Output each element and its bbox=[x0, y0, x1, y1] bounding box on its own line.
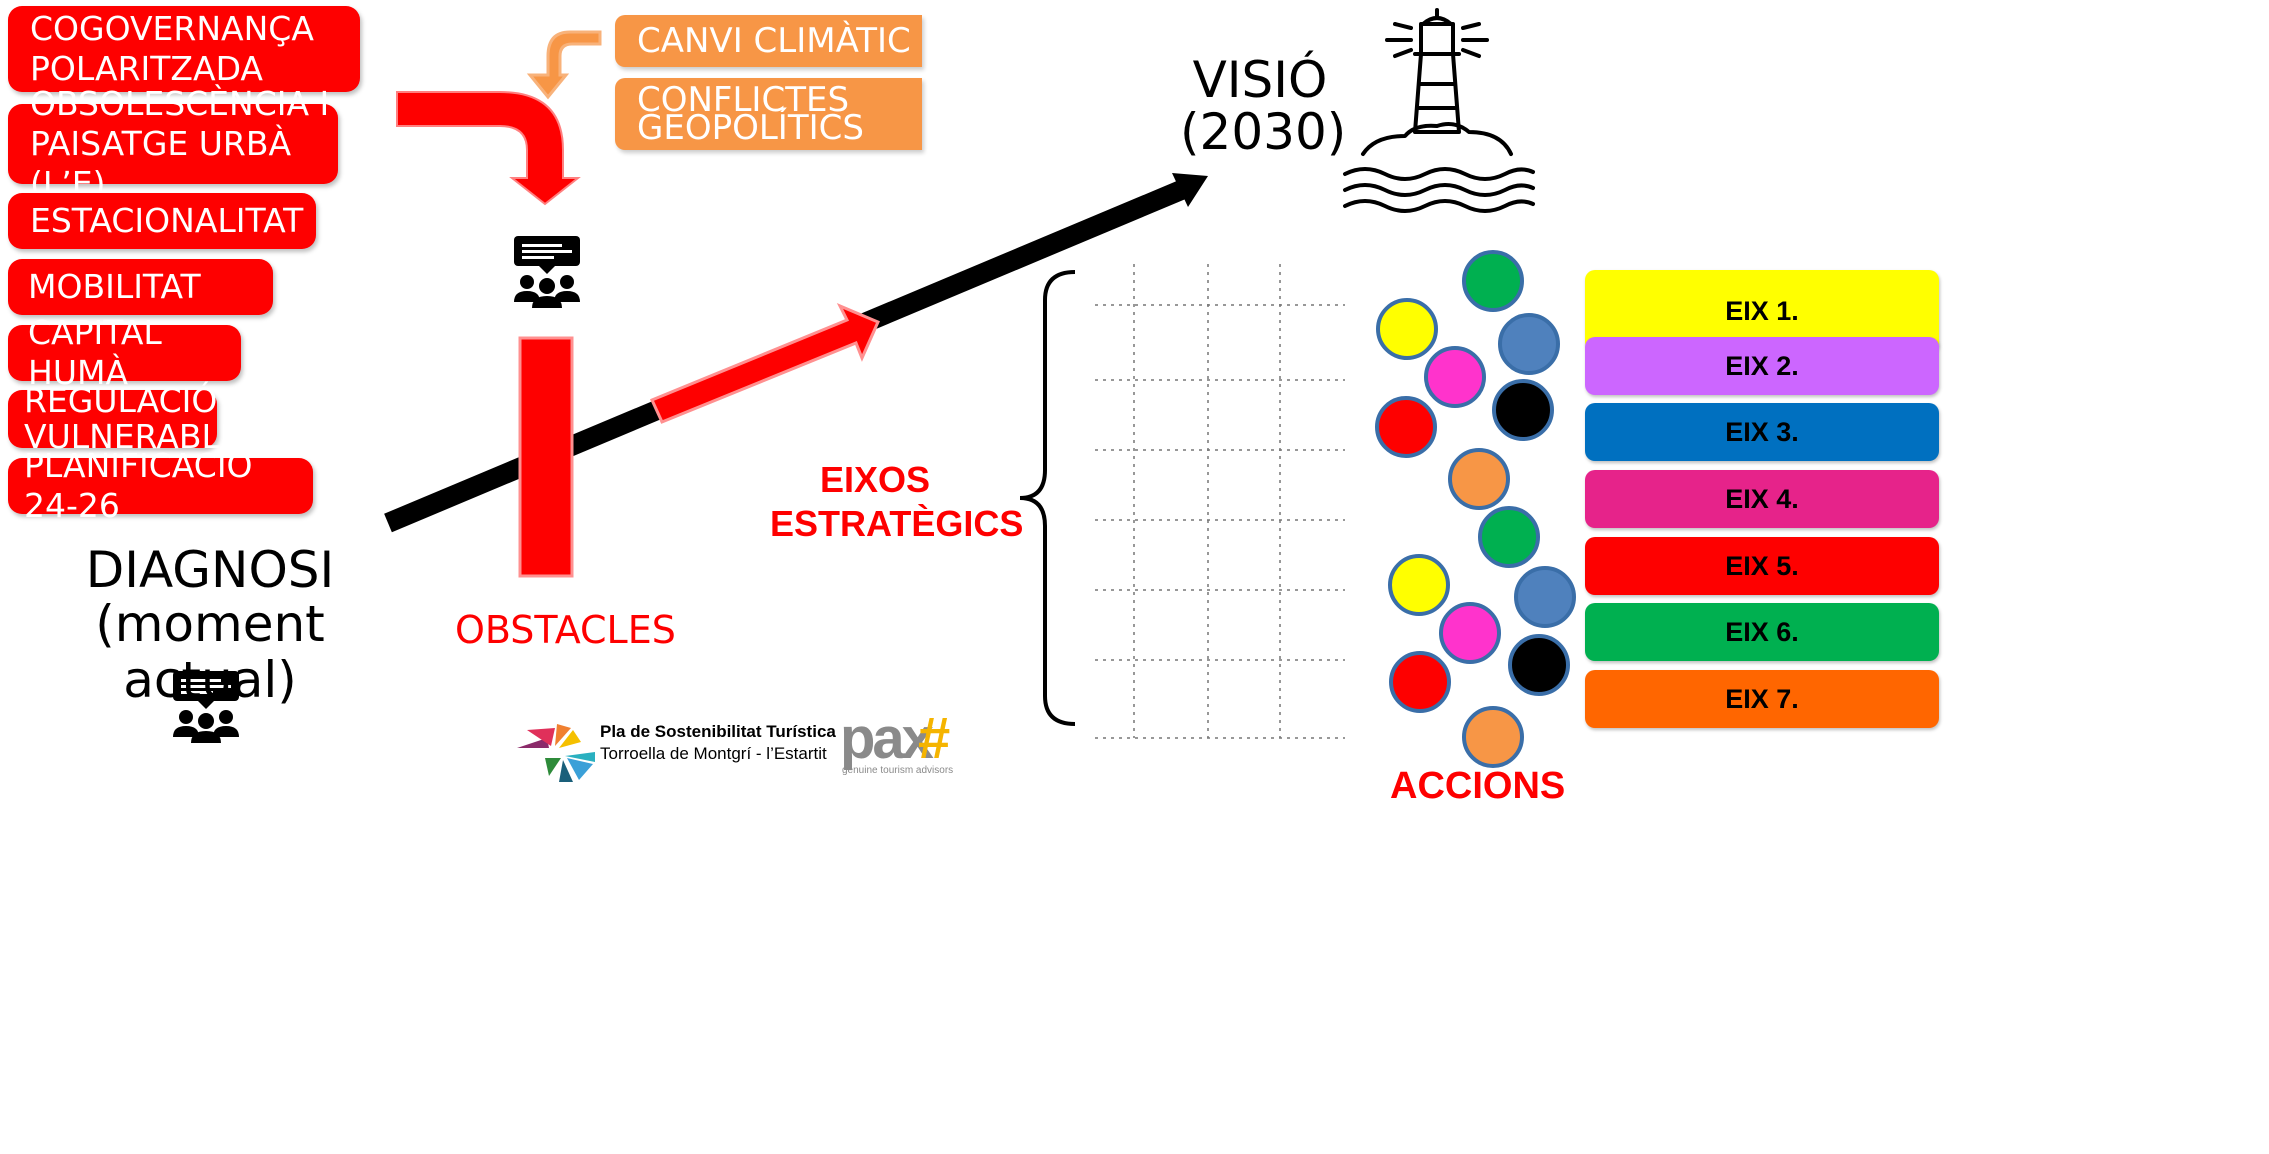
action-dot bbox=[1498, 313, 1560, 375]
diagnosis-item-estacionalitat: ESTACIONALITAT bbox=[8, 193, 316, 249]
eix-label: EIX 2. bbox=[1725, 350, 1799, 381]
action-dot bbox=[1439, 602, 1501, 664]
pax-logo: pax # genuine tourism advisors bbox=[840, 706, 970, 785]
orange-bent-arrow bbox=[526, 30, 602, 100]
action-dot bbox=[1389, 651, 1451, 713]
diagnosi-subtitle: (moment actual) bbox=[95, 595, 325, 709]
eix-2: EIX 2. bbox=[1585, 337, 1939, 395]
diagnosis-item-label: OBSOLESCÈNCIA I PAISATGE URBÀ (L’E) bbox=[30, 84, 330, 203]
action-dot bbox=[1424, 346, 1486, 408]
eixos-grid bbox=[1095, 264, 1345, 739]
eix-label: EIX 6. bbox=[1725, 616, 1799, 647]
eix-3: EIX 3. bbox=[1585, 403, 1939, 461]
pax-name: pax bbox=[840, 706, 934, 771]
action-dot bbox=[1448, 448, 1510, 510]
vision-year: (2030) bbox=[1180, 103, 1347, 161]
external-factor-label: CANVI CLIMÀTIC bbox=[637, 21, 911, 61]
action-dot bbox=[1462, 706, 1524, 768]
diagnosis-item-label: PLANIFICACIÓ 24-26 bbox=[24, 446, 253, 525]
meeting-icon bbox=[171, 669, 241, 748]
external-factor-climate: CANVI CLIMÀTIC bbox=[615, 15, 922, 67]
diagnosis-item-obsolescencia: OBSOLESCÈNCIA I PAISATGE URBÀ (L’E) bbox=[8, 84, 338, 203]
accions-label: ACCIONS bbox=[1390, 765, 1566, 807]
color-wheel-icon bbox=[517, 724, 595, 782]
diagnosis-item-planificacio: PLANIFICACIÓ 24-26 bbox=[8, 446, 313, 525]
vision-title: VISIÓ bbox=[1192, 51, 1328, 109]
pax-hash: # bbox=[918, 706, 951, 771]
obstacles-label: OBSTACLES bbox=[455, 608, 676, 652]
action-dot bbox=[1514, 566, 1576, 628]
pax-tagline: genuine tourism advisors bbox=[842, 765, 954, 776]
eix-label: EIX 7. bbox=[1725, 683, 1799, 714]
diagnosis-item-label: REGULACIÓ Z. VULNERABLES bbox=[24, 381, 262, 456]
action-dot bbox=[1478, 506, 1540, 568]
eixos-label: EIXOS ESTRATÈGICS bbox=[770, 459, 1024, 544]
diagnosis-item-regulacio: REGULACIÓ Z. VULNERABLES bbox=[8, 383, 262, 455]
eix-label: EIX 4. bbox=[1725, 483, 1799, 514]
action-dot bbox=[1376, 298, 1438, 360]
obstacle-bar bbox=[518, 336, 574, 578]
external-factor-label: CONFLICTES GEOPOLÍTICS bbox=[637, 80, 864, 148]
diagnosis-item-cogovernanca: COGOVERNANÇA POLARITZADA bbox=[8, 6, 360, 92]
diagnosis-item-label: MOBILITAT bbox=[28, 267, 201, 306]
pla-title: Pla de Sostenibilitat Turística bbox=[600, 722, 836, 741]
eix-4: EIX 4. bbox=[1585, 470, 1939, 528]
eix-6: EIX 6. bbox=[1585, 603, 1939, 661]
lighthouse-icon bbox=[1335, 4, 1540, 224]
pla-sostenibilitat-logo: Pla de Sostenibilitat Turística Torroell… bbox=[515, 720, 836, 790]
action-dot bbox=[1508, 634, 1570, 696]
action-dot bbox=[1375, 396, 1437, 458]
action-dot bbox=[1388, 554, 1450, 616]
meeting-icon bbox=[512, 234, 582, 313]
eix-5: EIX 5. bbox=[1585, 537, 1939, 595]
diagnosi-title: DIAGNOSI bbox=[85, 541, 335, 599]
eix-label: EIX 1. bbox=[1725, 295, 1799, 326]
diagnosis-item-label: ESTACIONALITAT bbox=[30, 201, 304, 240]
diagnosis-item-label: COGOVERNANÇA POLARITZADA bbox=[30, 9, 314, 88]
diagnosis-item-mobilitat: MOBILITAT bbox=[8, 259, 273, 315]
eixos-brace bbox=[1019, 270, 1076, 726]
pla-subtitle: Torroella de Montgrí - l’Estartit bbox=[600, 744, 827, 763]
action-dot bbox=[1462, 250, 1524, 312]
eix-label: EIX 5. bbox=[1725, 550, 1799, 581]
diagnosis-item-label: CAPITAL HUMÀ bbox=[28, 313, 162, 392]
main-arrow-head bbox=[1172, 173, 1208, 207]
diagnosis-item-capital-huma: CAPITAL HUMÀ bbox=[8, 313, 241, 392]
red-progress-arrow bbox=[649, 303, 880, 424]
eix-label: EIX 3. bbox=[1725, 416, 1799, 447]
action-dot bbox=[1492, 379, 1554, 441]
external-factor-geopolitics: CONFLICTES GEOPOLÍTICS bbox=[615, 78, 922, 150]
red-bent-arrow bbox=[396, 91, 581, 206]
eix-7: EIX 7. bbox=[1585, 670, 1939, 728]
